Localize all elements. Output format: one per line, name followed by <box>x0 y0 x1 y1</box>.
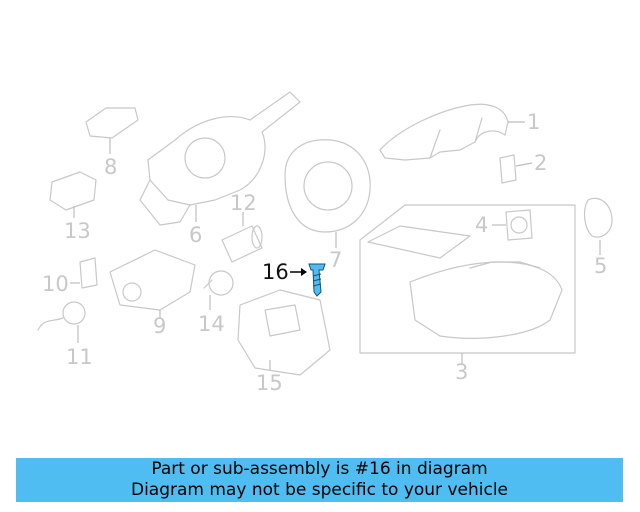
part-2-clip[interactable] <box>499 154 533 184</box>
callout-10[interactable]: 10 <box>42 272 69 296</box>
callout-2[interactable]: 2 <box>534 151 548 175</box>
callout-12[interactable]: 12 <box>230 191 257 215</box>
parts-diagram <box>37 91 613 376</box>
notice-line-1: Part or sub-assembly is #16 in diagram <box>151 459 488 479</box>
notice-line-2: Diagram may not be specific to your vehi… <box>130 480 508 500</box>
part-11-sensor[interactable] <box>37 301 86 343</box>
part-13-control-module[interactable] <box>49 171 97 218</box>
part-7-clock-spring[interactable] <box>284 139 371 248</box>
notice-banner: Part or sub-assembly is #16 in diagram D… <box>16 458 623 502</box>
part-10-small-switch[interactable] <box>70 257 98 289</box>
part-4-bezel-ring[interactable] <box>492 209 533 241</box>
callout-11[interactable]: 11 <box>66 345 93 369</box>
callout-6[interactable]: 6 <box>189 223 203 247</box>
callout-8[interactable]: 8 <box>104 155 118 179</box>
part-14-ring[interactable] <box>203 270 234 310</box>
callout-15[interactable]: 15 <box>256 371 283 395</box>
callout-13[interactable]: 13 <box>64 219 91 243</box>
callout-3[interactable]: 3 <box>455 360 469 384</box>
callout-9[interactable]: 9 <box>153 314 167 338</box>
part-5-side-cover[interactable] <box>583 197 613 255</box>
part-1-upper-column-cover[interactable] <box>379 103 525 161</box>
part-15-switch-module[interactable] <box>237 289 331 376</box>
callout-4[interactable]: 4 <box>475 213 489 237</box>
callout-1[interactable]: 1 <box>527 110 541 134</box>
part-16-screw[interactable] <box>290 263 326 297</box>
part-9-lock-housing[interactable] <box>109 249 196 318</box>
part-12-key-cylinder[interactable] <box>221 212 263 263</box>
part-8-connector[interactable] <box>85 107 139 154</box>
callout-7[interactable]: 7 <box>329 248 343 272</box>
part-6-combination-switch[interactable] <box>139 91 301 226</box>
callout-16[interactable]: 16 <box>262 260 289 284</box>
part-3-lower-column-cover[interactable] <box>359 204 576 364</box>
callout-5[interactable]: 5 <box>594 254 608 278</box>
callout-14[interactable]: 14 <box>198 312 225 336</box>
